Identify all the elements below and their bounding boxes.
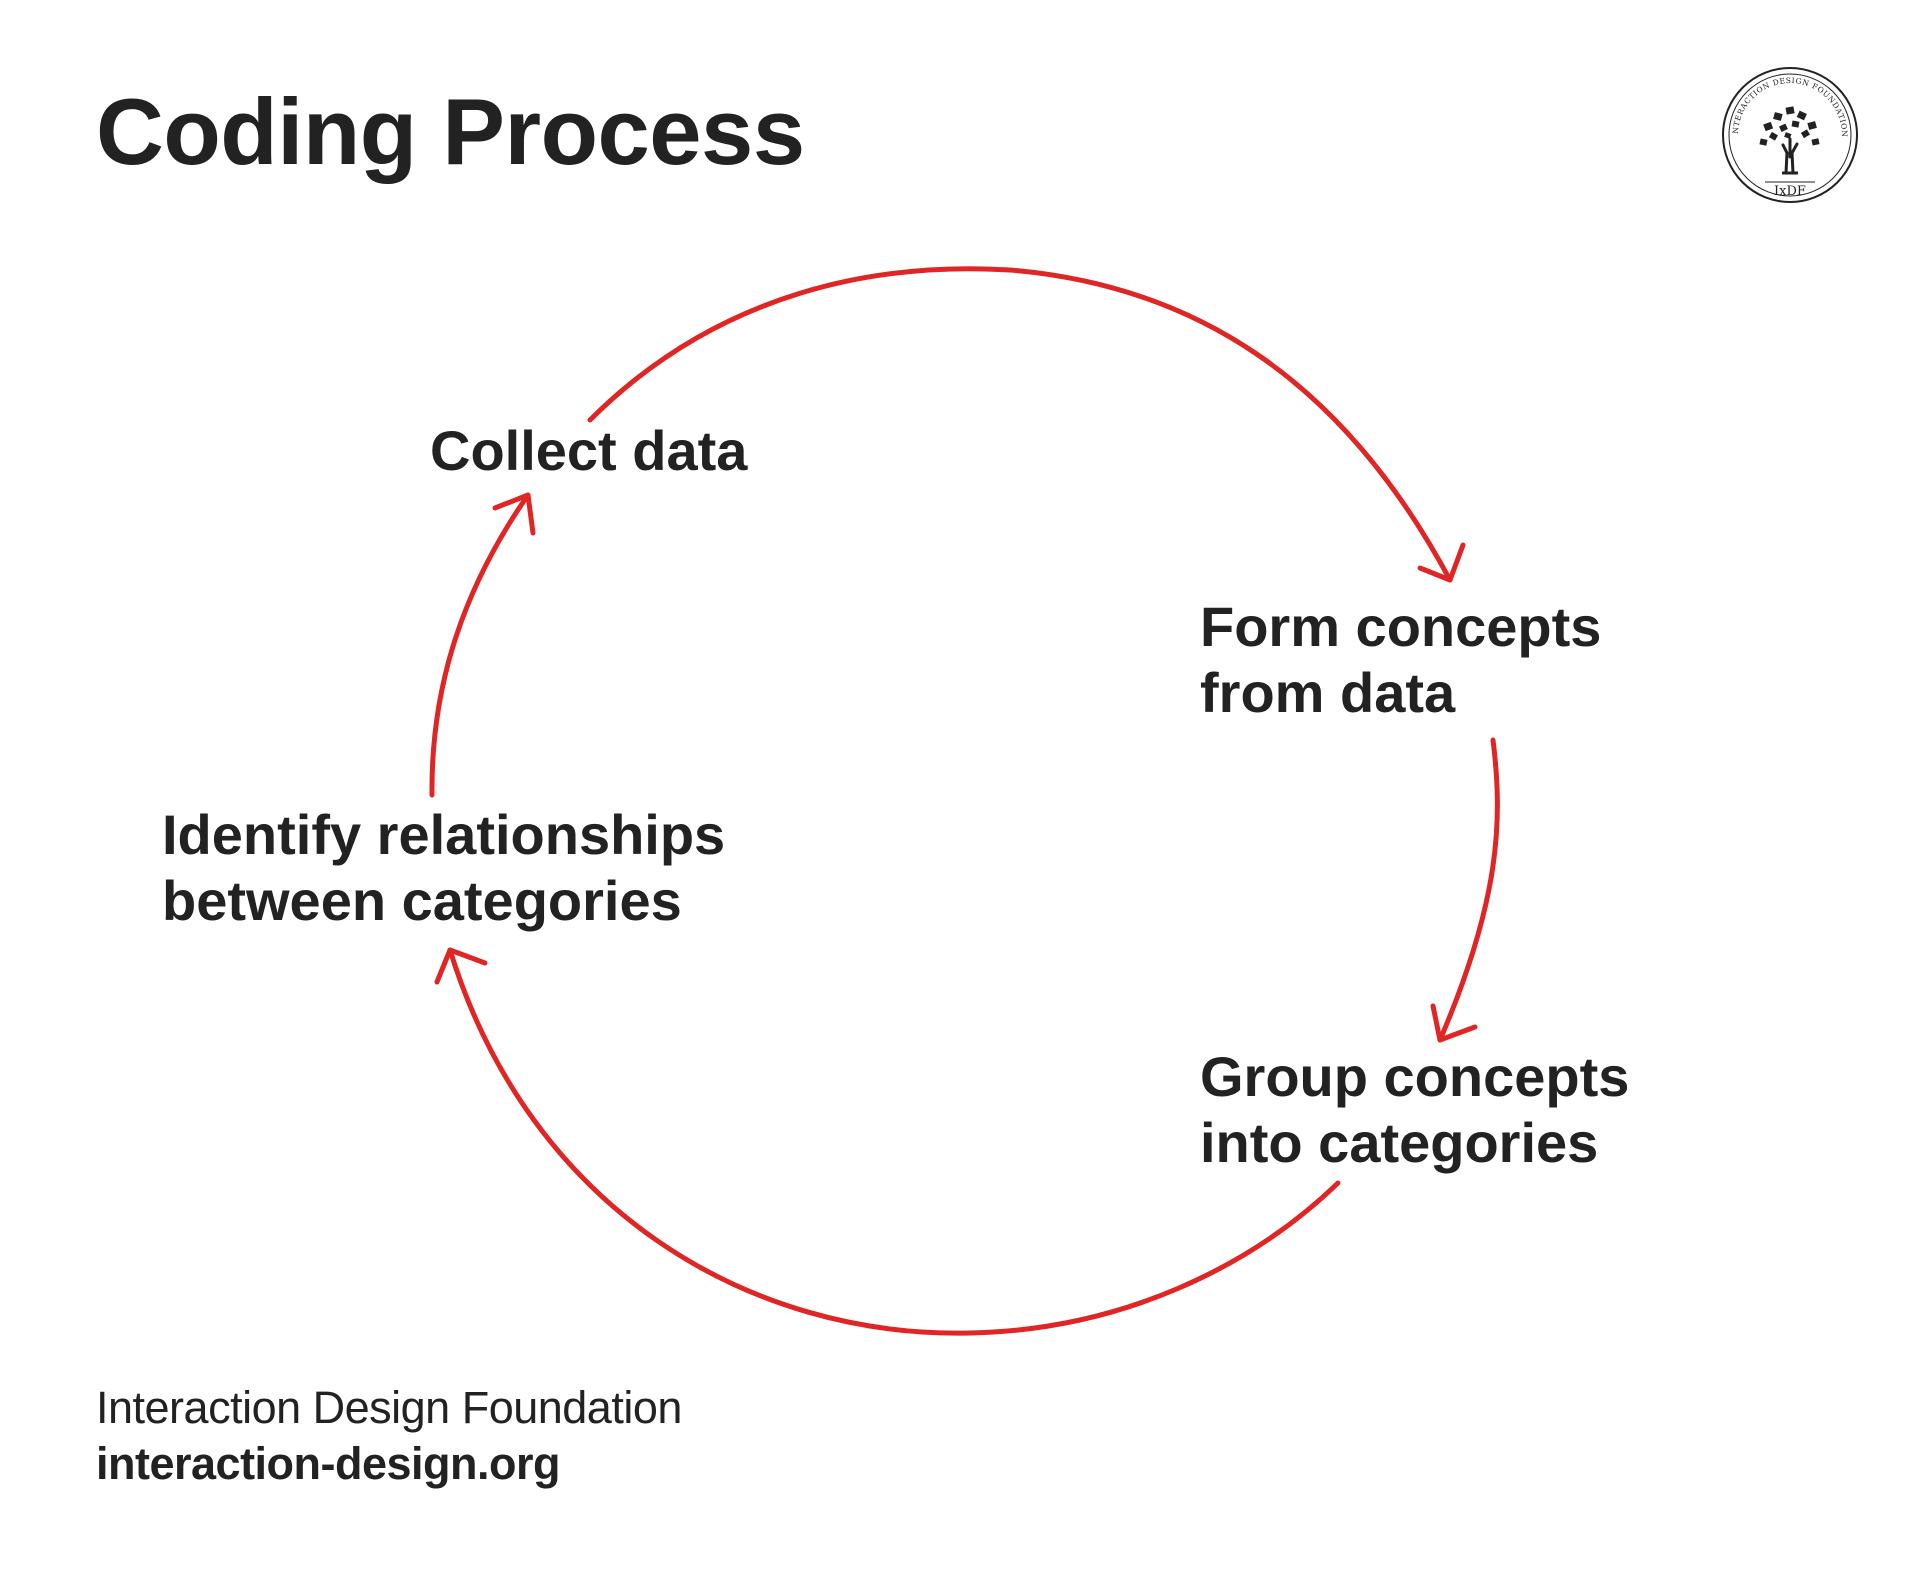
arrowhead-identify: [434, 947, 488, 985]
step-group-concepts: Group concepts into categories: [1200, 1044, 1629, 1176]
footer-url: interaction-design.org: [96, 1438, 561, 1489]
step-label-line: Collect data: [430, 419, 748, 482]
arrow-group-to-identify: [447, 947, 1341, 1336]
step-form-concepts: Form concepts from data: [1200, 594, 1601, 726]
step-label-line: Group concepts: [1200, 1045, 1630, 1108]
arrowhead-group: [1430, 1003, 1478, 1043]
logo-monogram: IxDF: [1774, 184, 1806, 199]
step-label-line: Form concepts: [1200, 595, 1602, 658]
arrow-form-to-group: [1437, 737, 1500, 1043]
step-label-line: Identify relationships: [162, 803, 726, 866]
page-title: Coding Process: [96, 79, 805, 184]
arrowhead-form: [1417, 542, 1466, 583]
step-collect-data: Collect data: [430, 418, 747, 484]
tree-icon: [1759, 106, 1820, 175]
arrow-collect-to-form: [587, 266, 1453, 583]
arrow-identify-to-collect: [429, 492, 531, 798]
arrowhead-collect: [492, 492, 536, 536]
footer-org-name: Interaction Design Foundation: [96, 1382, 682, 1433]
step-label-line: from data: [1200, 661, 1456, 724]
step-label-line: into categories: [1200, 1111, 1599, 1174]
step-identify-relationships: Identify relationships between categorie…: [162, 802, 725, 934]
footer: Interaction Design Foundation interactio…: [96, 1380, 682, 1492]
ixdf-logo: INTERACTION DESIGN FOUNDATION IxDF: [1720, 65, 1858, 203]
step-label-line: between categories: [162, 869, 682, 932]
